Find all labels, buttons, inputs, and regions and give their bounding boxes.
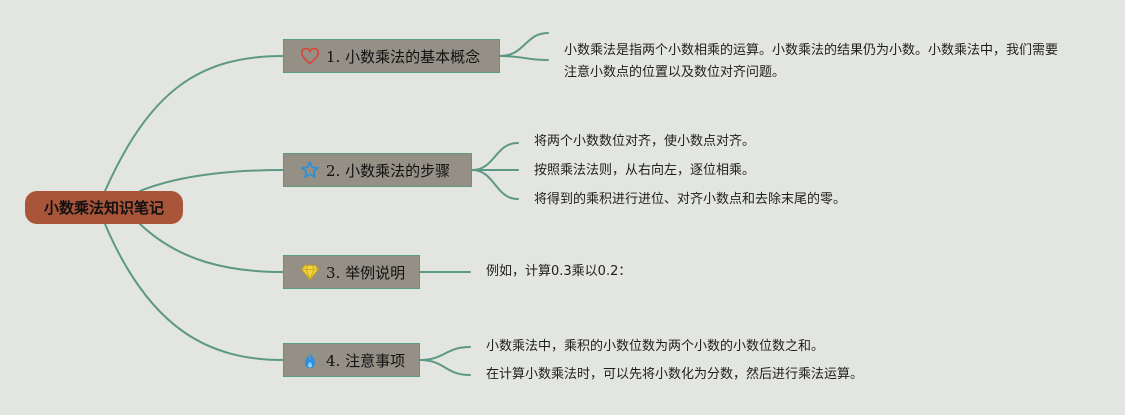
branch-3-leaf-1: 例如，计算0.3乘以0.2：	[486, 264, 632, 279]
branch-node-4[interactable]: 4. 注意事项	[283, 343, 420, 377]
flame-icon	[300, 350, 320, 370]
link-branch-1-leaf	[499, 32, 549, 57]
heart-icon	[300, 46, 320, 66]
root-node[interactable]: 小数乘法知识笔记	[25, 191, 183, 224]
branch-2-leaf-3: 将得到的乘积进行进位、对齐小数点和去除末尾的零。	[534, 192, 847, 207]
branch-node-3[interactable]: 3. 举例说明	[283, 255, 420, 289]
link-branch-4-leaf-2	[419, 359, 471, 376]
branch-node-1[interactable]: 1. 小数乘法的基本概念	[283, 39, 500, 73]
link-branch-2-leaf-3	[471, 169, 519, 200]
branch-node-2[interactable]: 2. 小数乘法的步骤	[283, 153, 472, 187]
branch-label-1: 1. 小数乘法的基本概念	[326, 47, 481, 66]
branch-label-2: 2. 小数乘法的步骤	[326, 161, 451, 180]
link-branch-2-leaf-1	[471, 142, 519, 171]
branch-1-leaf-1: 小数乘法是指两个小数相乘的运算。小数乘法的结果仍为小数。小数乘法中，我们需要注意…	[564, 43, 1059, 80]
root-label: 小数乘法知识笔记	[43, 199, 164, 217]
branch-label-4: 4. 注意事项	[326, 351, 406, 370]
star-icon	[300, 160, 320, 180]
link-root-branch-3	[139, 223, 284, 273]
branch-2-leaf-1: 将两个小数数位对齐，使小数点对齐。	[534, 134, 756, 149]
branch-label-3: 3. 举例说明	[326, 263, 406, 282]
link-root-branch-4	[104, 223, 284, 361]
link-branch-4-leaf-1	[419, 346, 471, 361]
link-root-branch-1	[104, 55, 284, 192]
branch-2-leaf-2: 按照乘法法则，从右向左，逐位相乘。	[534, 163, 756, 178]
link-branch-1-leaf-b	[499, 55, 549, 61]
branch-4-leaf-1: 小数乘法中，乘积的小数位数为两个小数的小数位数之和。	[486, 339, 825, 354]
link-root-branch-2	[139, 169, 284, 192]
branch-4-leaf-2: 在计算小数乘法时，可以先将小数化为分数，然后进行乘法运算。	[486, 367, 864, 382]
diamond-icon	[300, 262, 320, 282]
